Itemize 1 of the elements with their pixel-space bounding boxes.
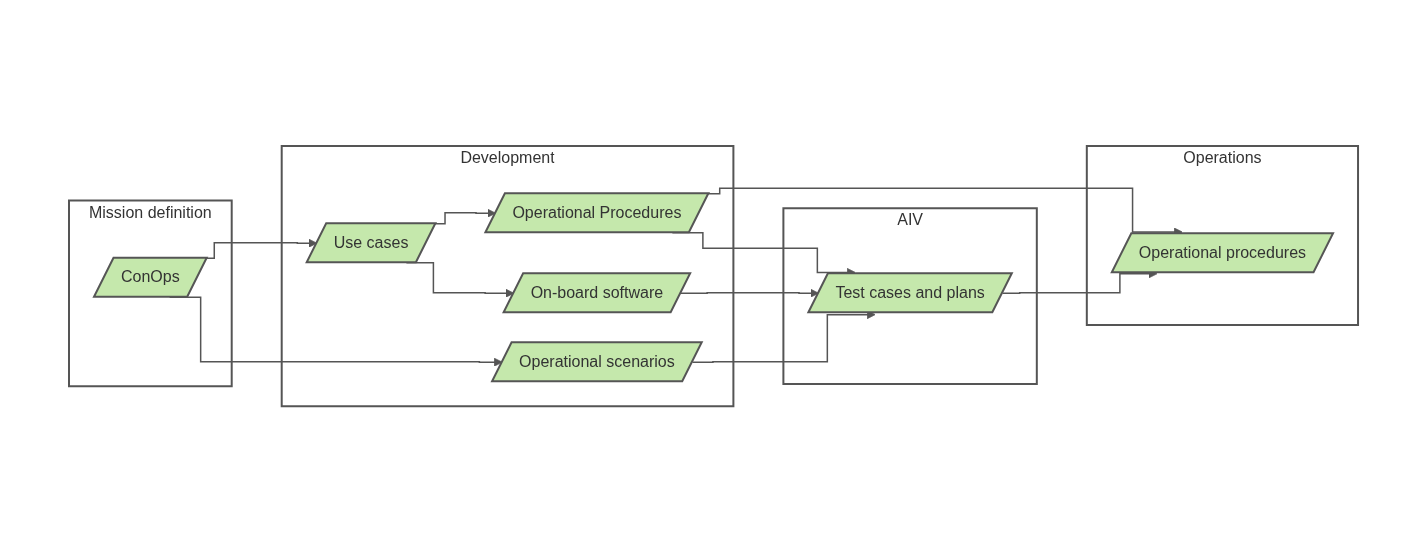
arrow xyxy=(680,289,820,298)
